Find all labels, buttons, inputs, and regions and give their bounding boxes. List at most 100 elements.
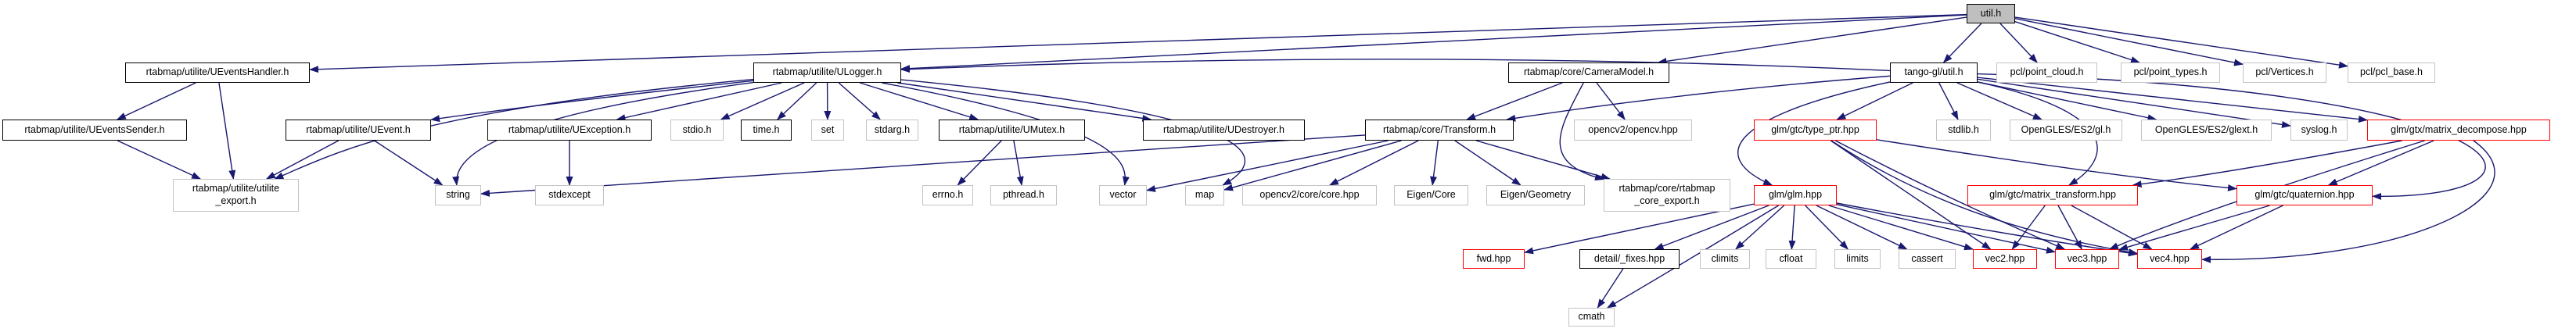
include-edge-tgl-to-glesgl <box>1956 82 2042 120</box>
include-edge-util-to-pclvert <box>2014 18 2244 66</box>
include-edge-typeptr-to-vec4 <box>1831 140 2138 256</box>
graph-node-util: util.h <box>1967 4 2015 23</box>
include-edge-tf-to-eiggeo <box>1454 140 1522 186</box>
graph-node-pclvert: pcl/Vertices.h <box>2243 62 2326 83</box>
graph-node-stdexcept: stdexcept <box>535 185 604 205</box>
include-edge-glm-to-cmath <box>1606 205 1779 309</box>
graph-node-glesgl: OpenGLES/ES2/gl.h <box>2010 120 2122 141</box>
include-edge-mdecomp-to-vec3 <box>2108 140 2425 250</box>
include-edge-glm-to-fwd <box>1524 203 1755 255</box>
graph-node-syslog: syslog.h <box>2290 120 2348 141</box>
graph-node-pclcloud: pcl/point_cloud.h <box>1996 62 2097 83</box>
include-edge-tf-to-cvcore <box>1328 140 1419 186</box>
graph-node-tgl[interactable]: tango-gl/util.h <box>1890 62 1978 83</box>
include-edge-glm-to-fixes <box>1654 205 1769 250</box>
include-edge-util-to-tgl <box>1942 23 1982 63</box>
include-edge-ues-to-uexp <box>117 140 202 180</box>
graph-node-limits: limits <box>1834 249 1881 269</box>
graph-node-stdio: stdio.h <box>670 120 724 141</box>
graph-node-mdecomp[interactable]: glm/gtx/matrix_decompose.hpp <box>2367 120 2550 141</box>
include-edge-umut-to-pthread <box>1013 140 1024 186</box>
include-edge-util-to-pclbase <box>2014 16 2348 69</box>
graph-node-uex[interactable]: rtabmap/utilite/UException.h <box>487 120 652 141</box>
graph-node-uexp: rtabmap/utilite/utilite _export.h <box>173 179 299 212</box>
include-edge-util-to-ulog <box>900 14 1967 73</box>
include-edge-glm-to-vec3 <box>1836 203 2056 254</box>
graph-node-glesglext: OpenGLES/ES2/glext.h <box>2141 120 2272 141</box>
graph-node-eigcore: Eigen/Core <box>1394 185 1468 205</box>
include-edge-tgl-to-quat <box>1977 73 2486 200</box>
include-edge-ulog-to-umut <box>860 82 979 121</box>
graph-node-fixes[interactable]: detail/_fixes.hpp <box>1579 249 1680 269</box>
graph-node-ueh[interactable]: rtabmap/utilite/UEventsHandler.h <box>125 62 310 83</box>
include-edge-ulog-to-vector <box>882 82 1130 186</box>
include-edge-ulog-to-timeh <box>777 82 817 120</box>
include-edge-fixes-to-cmath <box>1597 268 1624 309</box>
include-edge-glm-to-vec2 <box>1828 205 1974 251</box>
include-edge-umut-to-errno <box>957 140 1002 186</box>
include-edge-util-to-cam <box>1657 16 1967 65</box>
graph-node-map: map <box>1185 185 1224 205</box>
include-edge-tgl-to-mdecomp <box>1977 77 2368 123</box>
graph-node-umut[interactable]: rtabmap/utilite/UMutex.h <box>939 120 1085 141</box>
include-edge-tgl-to-glesglext <box>1977 81 2157 122</box>
include-edge-glm-to-vec4 <box>1836 202 2138 257</box>
include-edge-glm-to-cfloat <box>1788 205 1796 250</box>
graph-node-mtrans[interactable]: glm/gtc/matrix_transform.hpp <box>1967 185 2138 205</box>
graph-node-vec2[interactable]: vec2.hpp <box>1973 249 2037 269</box>
include-edge-uev-to-uexp <box>265 140 340 180</box>
graph-node-cfloat: cfloat <box>1766 249 1816 269</box>
include-edge-cam-to-tf <box>1466 82 1563 120</box>
graph-node-stdlib: stdlib.h <box>1936 120 1991 141</box>
graph-node-eiggeo: Eigen/Geometry <box>1486 185 1585 205</box>
graph-node-ulog[interactable]: rtabmap/utilite/ULogger.h <box>753 62 901 83</box>
include-edge-tgl-to-tf <box>1506 75 1891 122</box>
include-edge-typeptr-to-vec2 <box>1830 140 1992 250</box>
include-edge-util-to-pcltypes <box>2014 21 2140 63</box>
graph-node-cexp: rtabmap/core/rtabmap _core_export.h <box>1604 179 1730 212</box>
include-edge-mdecomp-to-vec4 <box>2201 140 2495 263</box>
graph-node-fwd[interactable]: fwd.hpp <box>1463 249 1525 269</box>
include-edge-cam-to-cvhpp <box>1596 82 1626 120</box>
include-edge-mdecomp-to-quat <box>2327 140 2434 186</box>
include-edge-util-to-pclcloud <box>1999 23 2038 63</box>
include-edge-tgl-to-stdlib <box>1938 82 1959 120</box>
graph-node-timeh[interactable]: time.h <box>741 120 792 141</box>
graph-node-errno: errno.h <box>922 185 973 205</box>
graph-node-vec4[interactable]: vec4.hpp <box>2137 249 2202 269</box>
include-edge-glm-to-climits <box>1735 205 1785 250</box>
graph-node-vec3[interactable]: vec3.hpp <box>2055 249 2119 269</box>
include-edge-mtrans-to-vec4 <box>2071 205 2153 250</box>
graph-node-ues[interactable]: rtabmap/utilite/UEventsSender.h <box>2 120 187 141</box>
graph-node-typeptr[interactable]: glm/gtc/type_ptr.hpp <box>1754 120 1877 141</box>
include-edge-tf-to-string <box>480 134 1366 197</box>
graph-node-quat[interactable]: glm/gtc/quaternion.hpp <box>2236 185 2373 205</box>
include-edge-tgl-to-typeptr <box>1836 82 1913 120</box>
include-edge-glm-to-limits <box>1805 205 1849 250</box>
include-edge-tgl-to-glm <box>1737 81 1891 186</box>
graph-node-uev[interactable]: rtabmap/utilite/UEvent.h <box>286 120 431 141</box>
include-edge-tgl-to-syslog <box>1977 78 2291 128</box>
graph-node-cassert: cassert <box>1899 249 1956 269</box>
include-edge-uev-to-string <box>374 140 444 186</box>
graph-node-glm[interactable]: glm/glm.hpp <box>1754 185 1837 205</box>
include-edge-ulog-to-stdio <box>720 82 805 120</box>
include-edge-ulog-to-uev <box>430 80 754 123</box>
include-edge-ulog-to-udes <box>897 82 1152 122</box>
include-edge-ulog-to-uex <box>616 82 782 121</box>
graph-node-string: string <box>435 185 481 205</box>
include-edge-glm-to-cassert <box>1816 205 1908 250</box>
include-edge-mtrans-to-vec3 <box>2057 205 2082 250</box>
include-edge-typeptr-to-vec3 <box>1834 140 2066 250</box>
include-edge-mdecomp-to-mtrans <box>2132 140 2402 188</box>
graph-node-udes[interactable]: rtabmap/utilite/UDestroyer.h <box>1143 120 1305 141</box>
include-edge-mtrans-to-vec2 <box>2011 205 2046 250</box>
graph-node-tf[interactable]: rtabmap/core/Transform.h <box>1365 120 1514 141</box>
graph-node-cvhpp: opencv2/opencv.hpp <box>1574 120 1692 141</box>
graph-node-cam[interactable]: rtabmap/core/CameraModel.h <box>1508 62 1669 83</box>
include-edge-quat-to-vec3 <box>2118 205 2270 251</box>
graph-node-vector: vector <box>1099 185 1147 205</box>
include-edge-tgl-to-ulog <box>900 59 1891 73</box>
